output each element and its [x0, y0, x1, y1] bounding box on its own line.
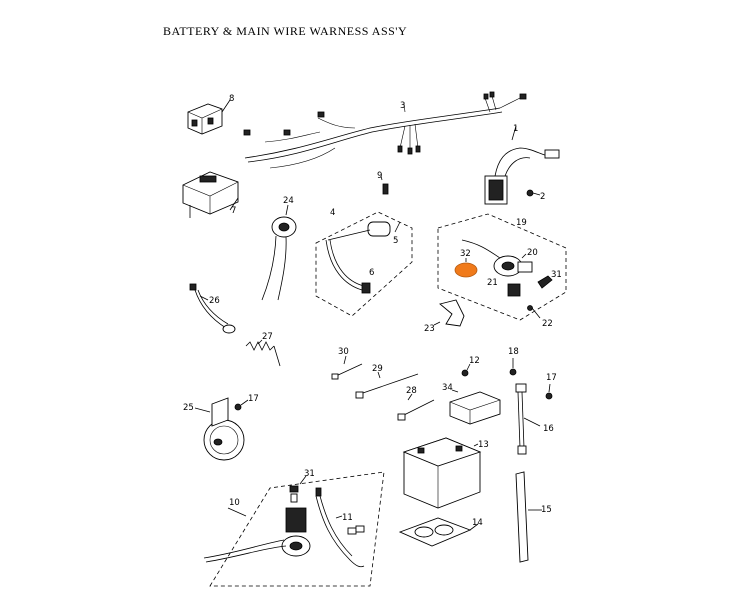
- label-25: 25: [183, 403, 194, 413]
- diagram-title: BATTERY & MAIN WIRE WARNESS ASS'Y: [163, 24, 408, 38]
- part-30-cable-tie[interactable]: [331, 355, 363, 380]
- label-5: 5: [393, 236, 398, 246]
- part-2-bolt[interactable]: [526, 189, 541, 197]
- part-25-horn[interactable]: [194, 397, 245, 461]
- part-5-starter-cable[interactable]: [325, 221, 401, 291]
- label-19: 19: [516, 218, 527, 228]
- label-17a: 17: [248, 394, 259, 404]
- label-9: 9: [377, 171, 382, 181]
- part-20-ignition-switch[interactable]: [461, 239, 533, 277]
- label-31a: 31: [551, 270, 562, 280]
- label-26: 26: [209, 296, 220, 306]
- part-12-screw[interactable]: [461, 363, 471, 377]
- kit-19-outline: [437, 213, 567, 321]
- part-29-cable-tie[interactable]: [355, 371, 419, 399]
- label-31b: 31: [304, 469, 315, 479]
- part-3-main-harness[interactable]: [243, 91, 527, 169]
- part-labels: 8 3 1 9 2 24 7 4 19 5 32 20 6 31 21 26 2…: [183, 94, 562, 528]
- label-27: 27: [262, 332, 273, 342]
- label-3: 3: [400, 101, 405, 111]
- label-7: 7: [231, 206, 236, 216]
- label-28: 28: [406, 386, 417, 396]
- part-13-battery[interactable]: [402, 437, 482, 509]
- part-8-relay[interactable]: [187, 99, 231, 135]
- label-18: 18: [508, 347, 519, 357]
- label-1: 1: [513, 124, 518, 134]
- part-31-key[interactable]: [537, 275, 553, 289]
- part-9-bolt[interactable]: [380, 175, 389, 195]
- part-16-battery-cable[interactable]: [515, 383, 541, 455]
- part-31-nut[interactable]: [289, 475, 307, 503]
- label-29: 29: [372, 364, 383, 374]
- part-24-socket[interactable]: [261, 204, 297, 301]
- label-23: 23: [424, 324, 435, 334]
- part-26-sensor-wire[interactable]: [189, 283, 236, 334]
- kit-4-outline: [315, 211, 413, 317]
- part-34-cdi-box[interactable]: [449, 389, 501, 425]
- part-32-cap[interactable]: [454, 258, 478, 278]
- label-22: 22: [542, 319, 553, 329]
- part-18-bolt[interactable]: [509, 358, 517, 376]
- label-8: 8: [229, 94, 234, 104]
- part-11-wire[interactable]: [315, 487, 365, 568]
- part-1-regulator[interactable]: [484, 125, 560, 205]
- label-21: 21: [487, 278, 498, 288]
- label-17b: 17: [546, 373, 557, 383]
- label-24: 24: [283, 196, 294, 206]
- part-28-cable-tie[interactable]: [397, 393, 435, 421]
- part-21-bracket[interactable]: [507, 283, 521, 297]
- label-12: 12: [469, 356, 480, 366]
- part-10-starter-relay[interactable]: [203, 507, 311, 563]
- label-34: 34: [442, 383, 453, 393]
- part-14-battery-pad[interactable]: [398, 517, 479, 547]
- part-22-screw[interactable]: [527, 305, 541, 319]
- part-7-control-box[interactable]: [182, 171, 239, 218]
- label-4: 4: [330, 208, 335, 218]
- label-16: 16: [543, 424, 554, 434]
- part-15-battery-strap[interactable]: [515, 471, 542, 563]
- label-10: 10: [229, 498, 240, 508]
- label-6: 6: [369, 268, 374, 278]
- label-2: 2: [540, 192, 545, 202]
- label-14: 14: [472, 518, 483, 528]
- part-6-terminal[interactable]: [361, 282, 371, 294]
- label-20: 20: [527, 248, 538, 258]
- part-17-bolt-left[interactable]: [234, 399, 249, 411]
- part-17-bolt-right[interactable]: [545, 383, 553, 400]
- label-15: 15: [541, 505, 552, 515]
- label-32: 32: [460, 249, 471, 259]
- label-30: 30: [338, 347, 349, 357]
- label-11: 11: [342, 513, 353, 523]
- label-13: 13: [478, 440, 489, 450]
- part-23-clip[interactable]: [433, 299, 465, 327]
- part-27-spring[interactable]: [245, 339, 281, 367]
